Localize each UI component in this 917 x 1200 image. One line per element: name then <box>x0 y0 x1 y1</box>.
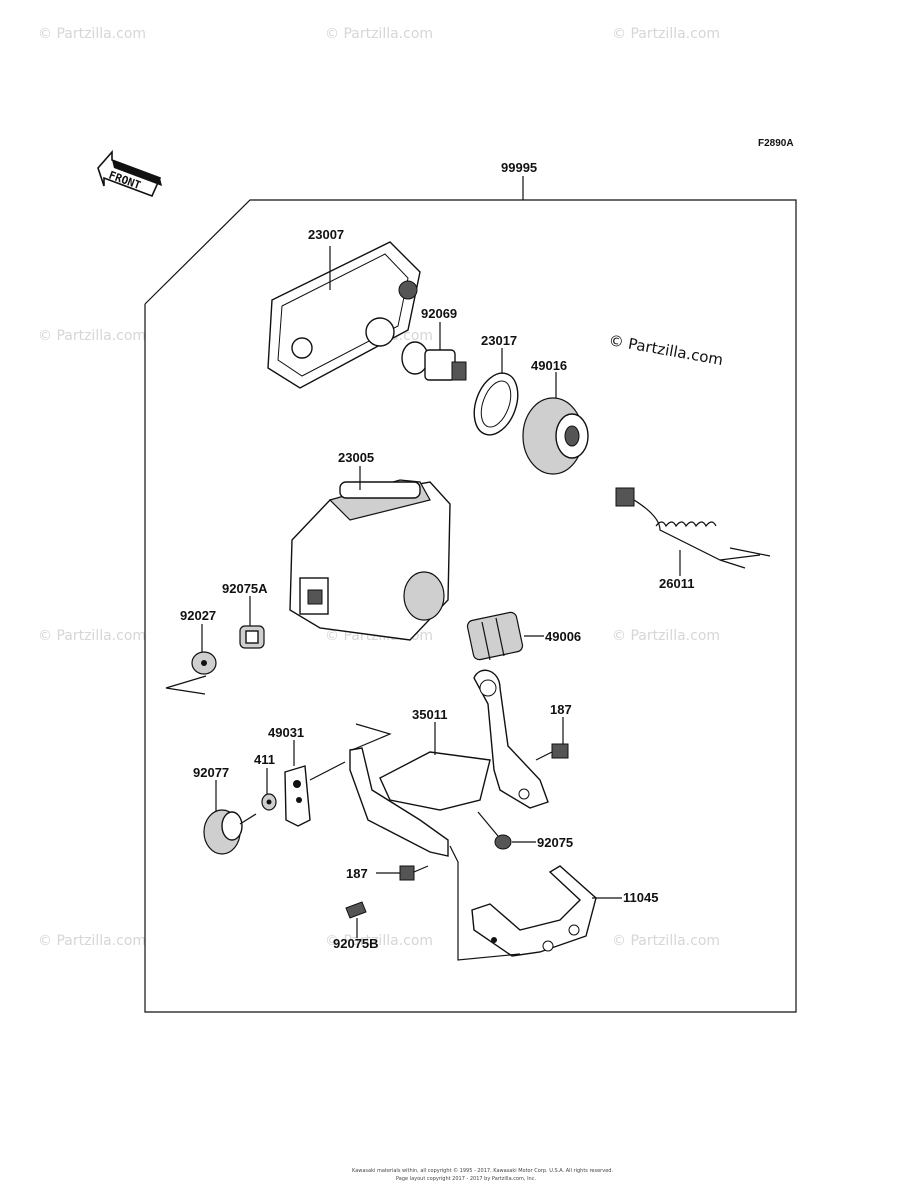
watermark: © Partzilla.com <box>612 933 720 949</box>
watermark: © Partzilla.com <box>38 933 146 949</box>
part-label-23005: 23005 <box>338 450 374 465</box>
part-label-99995: 99995 <box>501 160 537 175</box>
plate-49031 <box>284 740 346 827</box>
part-label-49031: 49031 <box>268 725 304 740</box>
watermark: © Partzilla.com <box>325 26 433 42</box>
watermark: © Partzilla.com <box>612 628 720 644</box>
part-label-11045: 11045 <box>623 890 658 905</box>
wiring-harness <box>615 487 771 576</box>
retaining-ring <box>473 348 519 436</box>
clip-92075B <box>345 901 367 938</box>
part-label-92069: 92069 <box>421 306 457 321</box>
part-label-49006: 49006 <box>545 629 581 644</box>
watermark: © Partzilla.com <box>38 328 146 344</box>
washer-411 <box>261 768 277 811</box>
bulb <box>401 322 467 381</box>
part-label-92027: 92027 <box>180 608 216 623</box>
knob-92077 <box>203 780 257 855</box>
headlight-housing <box>289 466 451 641</box>
watermark: © Partzilla.com <box>612 26 720 42</box>
part-label-92075B: 92075B <box>333 936 379 951</box>
watermark: © Partzilla.com <box>38 26 146 42</box>
part-label-26011: 26011 <box>659 576 694 591</box>
front-arrow-icon: FRONT <box>97 149 162 198</box>
bracket-35011 <box>349 669 549 857</box>
part-label-23017: 23017 <box>481 333 517 348</box>
footer-copyright: Kawasaki materials within, all copyright… <box>352 1167 613 1174</box>
part-label-49016: 49016 <box>531 358 567 373</box>
bolt-187-lower <box>376 865 429 881</box>
part-label-23007: 23007 <box>308 227 344 242</box>
cap-49006 <box>466 611 544 661</box>
part-label-92075A: 92075A <box>222 581 268 596</box>
part-label-92077: 92077 <box>193 765 229 780</box>
washer-92027 <box>165 624 217 695</box>
diagram-code: F2890A <box>758 138 794 149</box>
headlight-lens <box>267 241 421 389</box>
footer-layout: Page layout copyright 2017 - 2017 by Par… <box>396 1176 536 1182</box>
grommet-92075 <box>477 811 536 850</box>
part-label-411: 411 <box>254 752 275 767</box>
watermark: © Partzilla.com <box>325 933 433 949</box>
kit-outline <box>144 176 797 1013</box>
part-label-92075: 92075 <box>537 835 573 850</box>
part-label-187-lower: 187 <box>346 866 368 881</box>
center-watermark: © Partzilla.com <box>607 331 724 369</box>
bracket-11045 <box>449 845 622 961</box>
part-label-187-upper: 187 <box>550 702 572 717</box>
grommet-92075A <box>239 596 265 649</box>
rubber-boot <box>522 372 589 475</box>
bolt-187-upper <box>535 717 569 761</box>
watermark: © Partzilla.com <box>38 628 146 644</box>
part-label-35011: 35011 <box>412 707 447 722</box>
